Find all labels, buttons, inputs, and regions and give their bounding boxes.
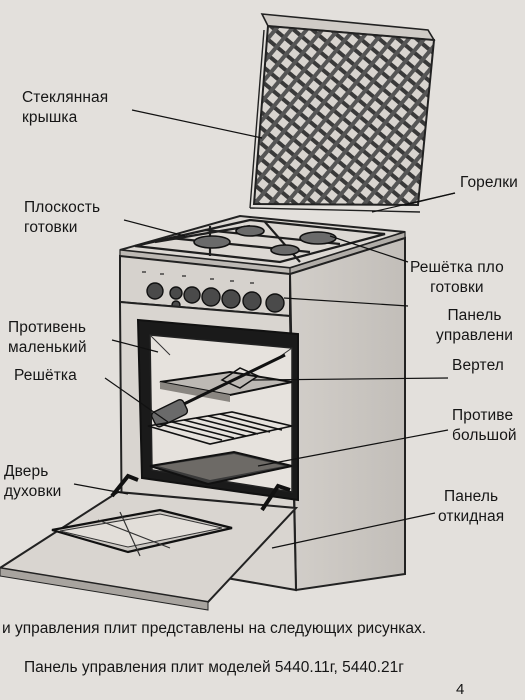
large-tray [149,450,293,486]
label-control-panel: Панель управлени [436,307,514,344]
glass-lid [249,13,436,213]
label-spit: Вертел [452,357,504,374]
label-small-tray: Противень маленький [8,319,87,356]
label-rack: Решётка [14,367,77,384]
stove-side [288,236,406,592]
footer-line-2: Панель управления плит моделей 5440.11г,… [24,659,404,676]
page-number: 4 [456,681,465,698]
burners [193,225,337,256]
label-oven-door: Дверь духовки [4,463,62,500]
oven-rack [147,411,293,445]
label-large-tray: Противе большой [452,407,517,444]
label-glass-lid: Стеклянная крышка [22,89,109,126]
label-burners: Горелки [460,174,518,191]
control-panel [119,254,291,318]
spit [150,353,286,428]
leader-lines [73,109,456,549]
label-folding-panel: Панель откидная [438,488,505,525]
footer-line-1: и управления плит представлены на следую… [2,620,427,637]
label-cooktop: Плоскость готовки [24,199,101,236]
label-cooktop-grate: Решётка пло готовки [410,259,504,296]
oven-door-open [0,473,299,611]
